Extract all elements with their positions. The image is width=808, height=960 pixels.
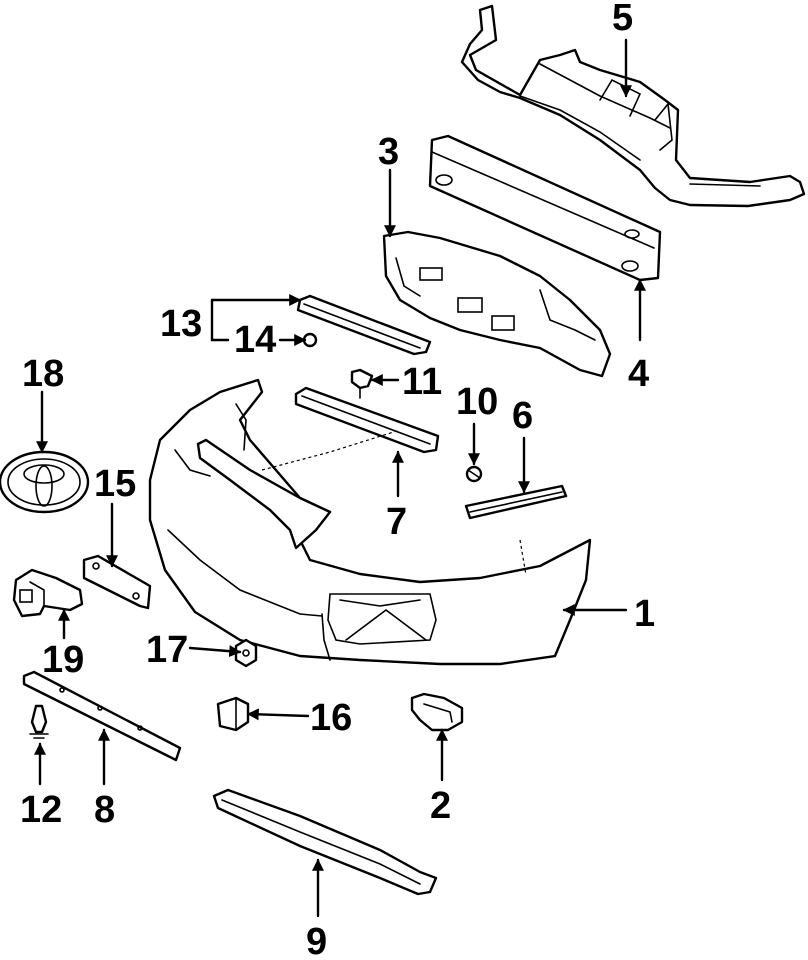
center-molding-part [294,386,440,454]
callout-labels: 5 3 4 13 14 11 7 10 6 1 18 15 19 17 16 2… [20,0,655,960]
callout-18: 18 [22,353,64,395]
push-clip-part [29,704,49,739]
callout-4: 4 [628,353,649,395]
callout-16: 16 [310,697,352,739]
leader-lines [34,38,646,918]
callout-19: 19 [42,639,84,681]
callout-12: 12 [20,789,62,831]
radiator-support-part [460,4,806,208]
callout-7: 7 [386,501,407,543]
callout-1: 1 [634,593,655,635]
callout-13: 13 [160,303,202,345]
lower-bar-part [22,670,182,762]
clip-part [350,368,374,399]
bracket-16-part [216,696,250,732]
callout-6: 6 [512,395,533,437]
absorber-part [382,230,612,378]
side-molding-part [464,484,568,520]
bracket-2-part [410,692,464,732]
callout-15: 15 [94,463,136,505]
callout-8: 8 [94,789,115,831]
callout-3: 3 [378,131,399,173]
emblem-part [0,450,90,514]
bracket-15-part [82,554,152,610]
callout-5: 5 [612,0,633,39]
upper-molding-part [296,294,432,356]
callout-11: 11 [402,361,442,403]
reinforcement-part [428,134,662,282]
callout-9: 9 [306,921,327,960]
callout-14: 14 [234,319,276,361]
callout-2: 2 [430,785,451,827]
lower-spoiler-part [212,788,438,896]
callout-10: 10 [456,381,498,423]
bracket-19-part [12,568,84,618]
callout-17: 17 [146,629,188,671]
bumper-cover-part [148,378,592,666]
retainer-clip-part [465,465,483,483]
